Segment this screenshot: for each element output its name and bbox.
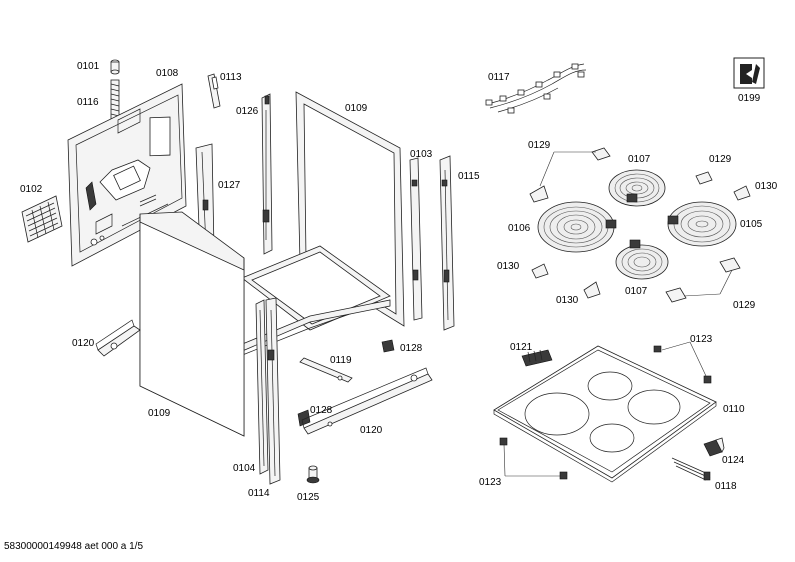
part-0119-rail (299, 357, 353, 383)
part-0129-bracket-bottom-right (719, 257, 741, 273)
label-0114: 0114 (248, 488, 270, 499)
part-0130-bracket-left (531, 263, 549, 279)
part-0102-grille (21, 195, 63, 243)
part-0109-front-panel (139, 211, 245, 437)
label-0103: 0103 (410, 149, 433, 160)
part-0128-clip-right (381, 339, 395, 353)
part-0105-heating-element-right (667, 201, 737, 247)
label-0113: 0113 (220, 72, 242, 83)
part-0130-bracket-right (733, 185, 751, 201)
part-0114-post (265, 297, 281, 485)
label-0125: 0125 (297, 492, 320, 503)
label-0119: 0119 (330, 355, 352, 366)
label-0126: 0126 (236, 106, 259, 117)
label-0108: 0108 (156, 68, 179, 79)
label-0127: 0127 (218, 180, 241, 191)
part-0101-cylinder (110, 59, 120, 75)
part-0129-bracket-top-left (591, 147, 611, 161)
part-base-tray (239, 245, 391, 357)
part-0123-clip-bottom-left (499, 437, 508, 446)
label-0120-bottom: 0120 (360, 425, 383, 436)
part-0124-terminal-block (703, 437, 725, 457)
part-0110-glass-cooktop (493, 345, 717, 483)
label-0117: 0117 (488, 72, 510, 83)
label-0106: 0106 (508, 223, 531, 234)
label-0120-left: 0120 (72, 338, 95, 349)
part-0129-bracket-top-right (695, 171, 713, 185)
part-0106-heating-element-large (537, 201, 617, 253)
label-0129-top-left: 0129 (528, 140, 551, 151)
label-0110: 0110 (723, 404, 745, 415)
label-0104: 0104 (233, 463, 256, 474)
label-0128-right: 0128 (400, 343, 423, 354)
label-0105: 0105 (740, 219, 763, 230)
service-tool-icon (733, 57, 765, 89)
part-0107-heating-element-top (608, 169, 666, 207)
part-0123-clip-top-right (703, 375, 712, 384)
part-0120-left-skid (95, 319, 141, 357)
part-0118-cable (671, 457, 711, 481)
label-0101: 0101 (77, 61, 100, 72)
part-0126-side-rail (261, 93, 273, 255)
label-0109-front: 0109 (148, 408, 171, 419)
label-0109-top: 0109 (345, 103, 368, 114)
label-0124: 0124 (722, 455, 745, 466)
label-0118: 0118 (715, 481, 737, 492)
label-0130-bottom: 0130 (556, 295, 579, 306)
part-0125-foot (306, 465, 320, 484)
part-0113-bracket (207, 73, 221, 109)
part-0107-heating-element-bottom (615, 239, 669, 280)
label-0102: 0102 (20, 184, 43, 195)
document-reference-footer: 58300000149948 aet 000 a 1/5 (4, 541, 144, 552)
label-0129-bottom: 0129 (733, 300, 756, 311)
label-0123-top: 0123 (690, 334, 713, 345)
label-0123-bottom: 0123 (479, 477, 502, 488)
label-0107-top: 0107 (628, 154, 651, 165)
label-0121: 0121 (510, 342, 533, 353)
part-0128-clip-left (297, 409, 311, 427)
label-0130-left: 0130 (497, 261, 520, 272)
label-0115: 0115 (458, 171, 480, 182)
leader-lines (503, 151, 733, 477)
part-0120-bottom-skid (301, 367, 433, 435)
part-0123-clip-top (653, 345, 662, 353)
label-0129-top-right: 0129 (709, 154, 732, 165)
label-0130-right: 0130 (755, 181, 778, 192)
part-0115-strip (439, 155, 455, 331)
part-0103-strip (409, 157, 423, 321)
part-0123-clip-bottom-right (559, 471, 568, 480)
label-0199: 0199 (738, 93, 761, 104)
part-0117-wiring-harness (485, 63, 587, 114)
label-0128-left: 0128 (310, 405, 333, 416)
part-0130-bracket-top (529, 185, 549, 203)
part-0130-bracket-bottom (583, 281, 601, 299)
part-0104-post (255, 299, 269, 475)
label-0107-bottom: 0107 (625, 286, 648, 297)
part-0121-control-bar (521, 349, 553, 367)
label-0116: 0116 (77, 97, 99, 108)
part-0129-bracket-bottom (665, 287, 687, 303)
